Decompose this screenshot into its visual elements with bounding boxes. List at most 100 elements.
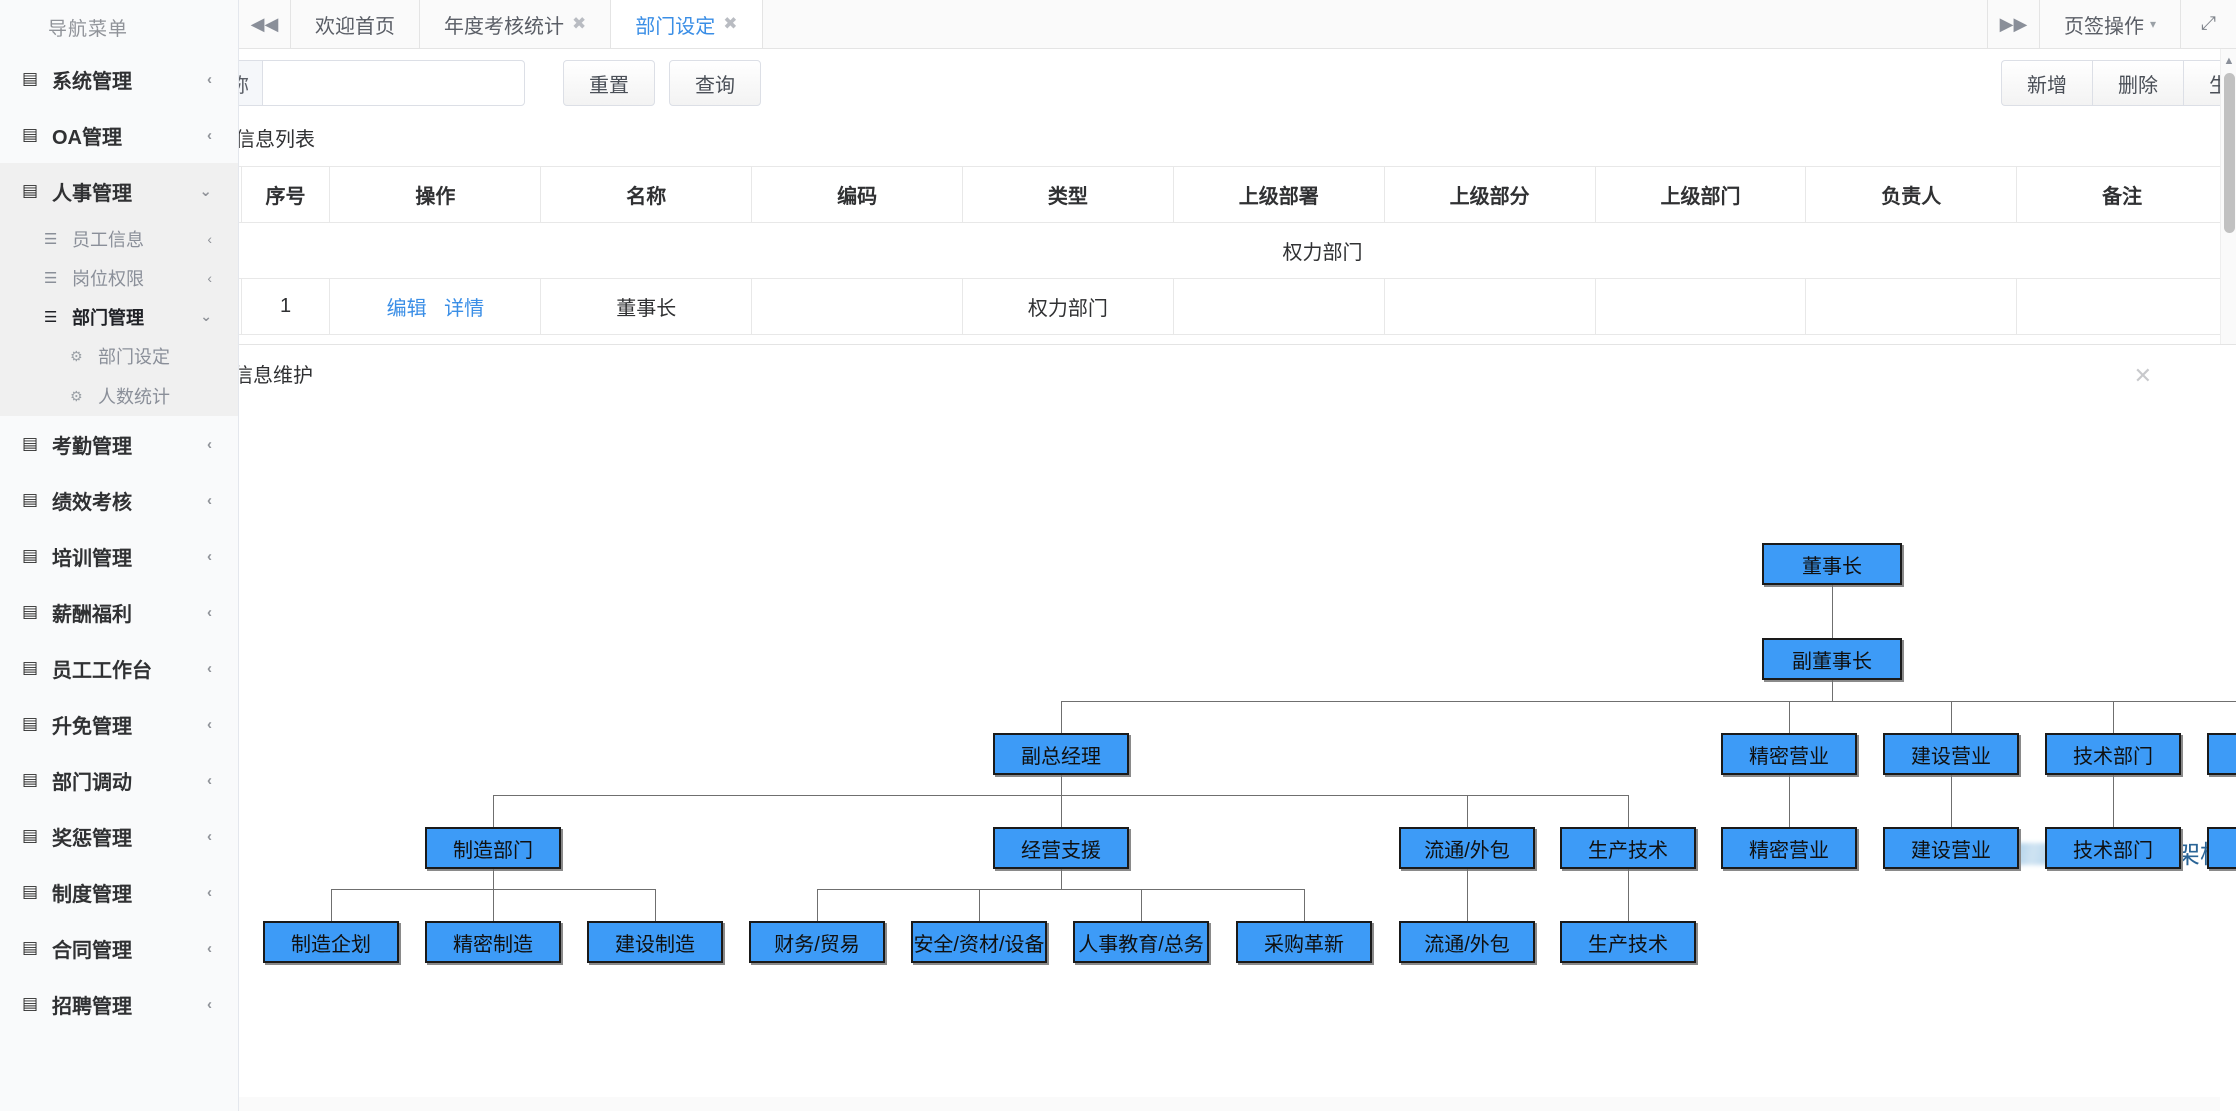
sidebar-item-dept-setting[interactable]: ⚙ 部门设定 [0,336,238,376]
book-icon: ▤ [22,882,39,901]
chevron-down-icon: ⌄ [199,183,212,200]
sidebar-item-post-permission[interactable]: ☰ 岗位权限 ‹ [0,258,238,297]
tab-label: 年度考核统计 [444,15,564,38]
org-chart: 董事长副董事长副总经理精密营业建设营业技术部门制造部门经营支援流通/外包生产技术… [239,401,2236,1111]
scroll-up-icon[interactable]: ▲ [2223,55,2235,67]
col-parent-deployment[interactable]: 上级部署 [1173,166,1385,223]
org-node[interactable]: 经营支援 [993,827,1129,869]
sidebar-item-label: 部门调动 [52,771,132,794]
org-node[interactable]: 采购革新 [1236,921,1372,963]
chevron-right-icon: ‹ [207,269,212,286]
table-group-row: 权力部门 [239,222,2236,279]
org-node[interactable]: 副总经理 [993,733,1129,775]
org-node[interactable] [2207,733,2236,775]
table-row[interactable]: 1 编辑 详情 董事长 权力部门 [239,278,2236,335]
col-parent-dept[interactable]: 上级部门 [1595,166,1807,223]
close-icon[interactable]: ✖ [723,14,738,33]
delete-button[interactable]: 删除 [2092,60,2183,106]
col-operation[interactable]: 操作 [329,166,542,223]
col-owner[interactable]: 负责人 [1805,166,2018,223]
search-input[interactable] [262,60,525,106]
col-parent-part[interactable]: 上级部分 [1384,166,1596,223]
tab-welcome[interactable]: 欢迎首页 [291,0,420,48]
action-button-group: 新增 删除 生成组织结构图 [2001,60,2236,106]
org-node[interactable]: 生产技术 [1560,921,1696,963]
col-type[interactable]: 类型 [962,166,1174,223]
tab-dept-setting[interactable]: 部门设定 ✖ [611,0,763,48]
sidebar-item-hr[interactable]: ▤ 人事管理 ⌄ [0,163,238,219]
org-connector [1467,869,1468,921]
sidebar-item-attendance[interactable]: ▤ 考勤管理 ‹ [0,416,238,472]
search-buttons: 重置 查询 [563,60,761,106]
org-node[interactable] [2207,827,2236,869]
sidebar-item-training[interactable]: ▤ 培训管理 ‹ [0,528,238,584]
org-connector [1628,795,1629,827]
org-node[interactable]: 技术部门 [2045,827,2181,869]
sidebar-item-reward-punishment[interactable]: ▤ 奖惩管理 ‹ [0,808,238,864]
sidebar-item-employee-info[interactable]: ☰ 员工信息 ‹ [0,219,238,258]
tab-annual-review-stats[interactable]: 年度考核统计 ✖ [420,0,612,48]
org-node[interactable]: 精密营业 [1721,827,1857,869]
org-node[interactable]: 技术部门 [2045,733,2181,775]
org-node[interactable]: 财务/贸易 [749,921,885,963]
org-node[interactable]: 生产技术 [1560,827,1696,869]
list-icon: ☰ [44,308,57,326]
sidebar-item-label: 员工工作台 [52,659,152,682]
sidebar-item-system[interactable]: ▤ 系统管理 ‹ [0,51,238,107]
col-name[interactable]: 名称 [540,166,753,223]
expand-icon[interactable]: ⤢ [2180,0,2236,48]
detail-link[interactable]: 详情 [444,298,485,320]
sidebar-item-recruitment[interactable]: ▤ 招聘管理 ‹ [0,976,238,1032]
org-node[interactable]: 精密营业 [1721,733,1857,775]
org-connector [331,889,332,921]
close-icon[interactable]: ✖ [572,14,587,33]
reset-button[interactable]: 重置 [563,60,655,106]
org-node[interactable]: 建设营业 [1883,733,2019,775]
sidebar-item-label: 岗位权限 [72,268,144,289]
sidebar-item-oa[interactable]: ▤ OA管理 ‹ [0,107,238,163]
sidebar-item-headcount-stats[interactable]: ⚙ 人数统计 [0,376,238,416]
col-remark[interactable]: 备注 [2016,166,2229,223]
sidebar-item-dept-transfer[interactable]: ▤ 部门调动 ‹ [0,752,238,808]
org-node[interactable]: 制造部门 [425,827,561,869]
org-node[interactable]: 流通/外包 [1399,921,1535,963]
org-node[interactable]: 董事长 [1762,543,1902,585]
vertical-scrollbar-thumb[interactable] [2224,73,2235,233]
tab-label: 欢迎首页 [315,15,395,38]
sidebar-item-label: 升免管理 [52,715,132,738]
horizontal-scrollbar[interactable] [239,1097,2220,1111]
table-head: 序号 操作 名称 编码 类型 上级部署 上级部分 上级部门 负责人 备注 有效性… [239,166,2236,223]
org-node[interactable]: 建设营业 [1883,827,2019,869]
add-button[interactable]: 新增 [2001,60,2092,106]
col-index[interactable]: 序号 [241,166,331,223]
tabs-scroll-left-button[interactable]: ◀◀ [239,0,291,48]
tab-operations-dropdown[interactable]: 页签操作 ▾ [2038,0,2180,48]
col-code[interactable]: 编码 [751,166,963,223]
tab-label: 部门设定 [635,15,716,38]
org-node[interactable]: 建设制造 [587,921,723,963]
sidebar-item-label: 人事管理 [52,182,132,205]
sidebar-item-contract[interactable]: ▤ 合同管理 ‹ [0,920,238,976]
org-node[interactable]: 流通/外包 [1399,827,1535,869]
org-node[interactable]: 精密制造 [425,921,561,963]
row-checkbox-cell[interactable] [239,278,242,335]
org-node[interactable]: 制造企划 [263,921,399,963]
org-node[interactable]: 安全/资材/设备 [911,921,1047,963]
sidebar-item-policy[interactable]: ▤ 制度管理 ‹ [0,864,238,920]
org-connector [1061,795,1062,827]
edit-link[interactable]: 编辑 [386,298,427,320]
chevron-right-icon: ‹ [207,126,212,144]
sidebar-item-promotion[interactable]: ▤ 升免管理 ‹ [0,696,238,752]
tabs-scroll-right-button[interactable]: ▶▶ [1986,0,2039,48]
sidebar-item-compensation[interactable]: ▤ 薪酬福利 ‹ [0,584,238,640]
query-button[interactable]: 查询 [669,60,761,106]
org-node[interactable]: 人事教育/总务 [1073,921,1209,963]
sidebar-item-employee-workbench[interactable]: ▤ 员工工作台 ‹ [0,640,238,696]
sidebar-item-dept-management[interactable]: ☰ 部门管理 ⌄ [0,297,238,336]
cell-type: 权力部门 [962,278,1174,335]
org-node[interactable]: 副董事长 [1762,638,1902,680]
sidebar-item-performance[interactable]: ▤ 绩效考核 ‹ [0,472,238,528]
chevron-right-icon: ‹ [207,435,212,453]
close-icon[interactable]: ✕ [2133,363,2152,388]
